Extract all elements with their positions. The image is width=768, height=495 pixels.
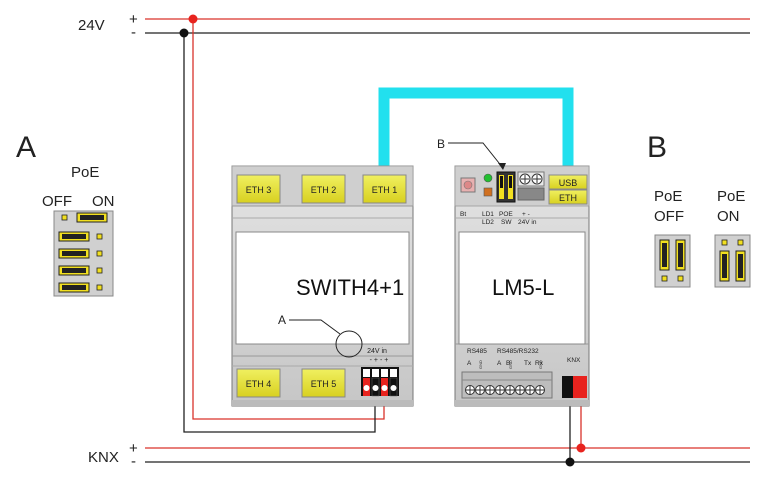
section-a-off-label: OFF	[42, 193, 72, 210]
switch-port-eth2: ETH 2	[301, 174, 346, 204]
switch-label-panel	[235, 231, 410, 345]
jumper-on-block	[714, 234, 751, 288]
lm5-name: LM5-L	[492, 275, 554, 300]
v24-plus-sign: +	[129, 11, 138, 28]
lm5-eth-label: ETH	[559, 193, 577, 203]
power-wire-minus	[183, 33, 376, 433]
switch-port-eth1-label: ETH 1	[372, 185, 398, 195]
switch-port-eth5: ETH 5	[301, 368, 346, 398]
switch-port-eth1: ETH 1	[362, 174, 407, 204]
section-a-poe-title: PoE	[71, 164, 99, 181]
lm5-pin-a1: A	[467, 360, 472, 367]
knx-minus-sign: -	[131, 453, 136, 470]
section-a-on-label: ON	[92, 193, 115, 210]
lm5-pm-label: + -	[522, 211, 530, 218]
lm5-ld1-label: LD1	[482, 211, 494, 218]
lm5-pin-b: B	[506, 360, 510, 367]
switch-port-eth3-label: ETH 3	[246, 185, 272, 195]
callout-arrow-b	[498, 163, 506, 170]
switch-device	[231, 165, 414, 407]
lm5-pin-tx: Tx	[524, 360, 532, 367]
lm5-pin-gnd2: GND	[508, 360, 513, 369]
callout-line-a	[289, 319, 341, 335]
lm5-pin-gnd3: GND	[538, 360, 543, 369]
lm5-rs485-rs232-label: RS485/RS232	[497, 348, 539, 355]
junction-dot	[576, 443, 586, 453]
lm5-usb-port: USB	[548, 174, 588, 190]
jumper-off-block	[654, 234, 691, 288]
section-b-letter: B	[647, 131, 667, 164]
lm5-led-green	[483, 173, 493, 183]
lm5-sw-label: SW	[501, 219, 512, 226]
lm5-eth-port: ETH	[548, 189, 588, 205]
switch-port-eth4: ETH 4	[236, 368, 281, 398]
lm5-reset-button-cap	[463, 180, 473, 190]
knx-plus-sign: +	[129, 440, 138, 457]
section-b-poe-off-line1: PoE	[654, 188, 682, 205]
lm5-ld2-label: LD2	[482, 219, 494, 226]
lm5-pin-gnd1: GND	[478, 360, 483, 369]
switch-name: SWITH4+1	[296, 275, 404, 300]
section-a-letter: A	[16, 131, 36, 164]
junction-dot	[188, 14, 198, 24]
lm5-rs485-label: RS485	[467, 348, 487, 355]
lm5-poe-switch	[496, 171, 516, 203]
switch-power-signs: - + - +	[370, 357, 389, 364]
lm5-power-terminal	[517, 171, 545, 201]
section-b-poe-off-line2: OFF	[654, 208, 684, 225]
v24-minus-sign: -	[131, 24, 136, 41]
v24-label: 24V	[78, 17, 105, 34]
junction-dot	[179, 28, 189, 38]
section-b-poe-on-line1: PoE	[717, 188, 745, 205]
switch-port-eth3: ETH 3	[236, 174, 281, 204]
lm5-24v-label: 24V in	[518, 219, 537, 226]
lm5-knx-label: KNX	[567, 357, 581, 364]
knx-label: KNX	[88, 449, 119, 466]
switch-port-eth5-label: ETH 5	[311, 379, 337, 389]
callout-line-b	[448, 142, 504, 169]
section-b-poe-on-line2: ON	[717, 208, 740, 225]
lm5-callout-letter: B	[437, 137, 445, 151]
junction-dot	[565, 457, 575, 467]
lm5-pin-rx: Rx	[535, 360, 544, 367]
lm5-pin-a2: A	[497, 360, 502, 367]
lm5-usb-label: USB	[559, 178, 578, 188]
callout-circle-a	[335, 330, 363, 358]
switch-power-label: 24V in	[367, 348, 387, 355]
switch-power-terminal	[361, 367, 399, 397]
ethernet-cable	[378, 87, 574, 176]
lm5-poe-label: POE	[499, 211, 513, 218]
lm5-bt-label: Bt	[460, 211, 466, 218]
switch-callout-letter: A	[278, 313, 286, 327]
dip-switch-block	[53, 210, 114, 297]
lm5-led-orange	[483, 187, 493, 197]
switch-port-eth2-label: ETH 2	[311, 185, 337, 195]
switch-port-eth4-label: ETH 4	[246, 379, 272, 389]
lm5-label-panel	[458, 231, 586, 345]
lm5-knx-connector	[562, 376, 587, 398]
lm5-bus-terminal	[461, 371, 553, 399]
